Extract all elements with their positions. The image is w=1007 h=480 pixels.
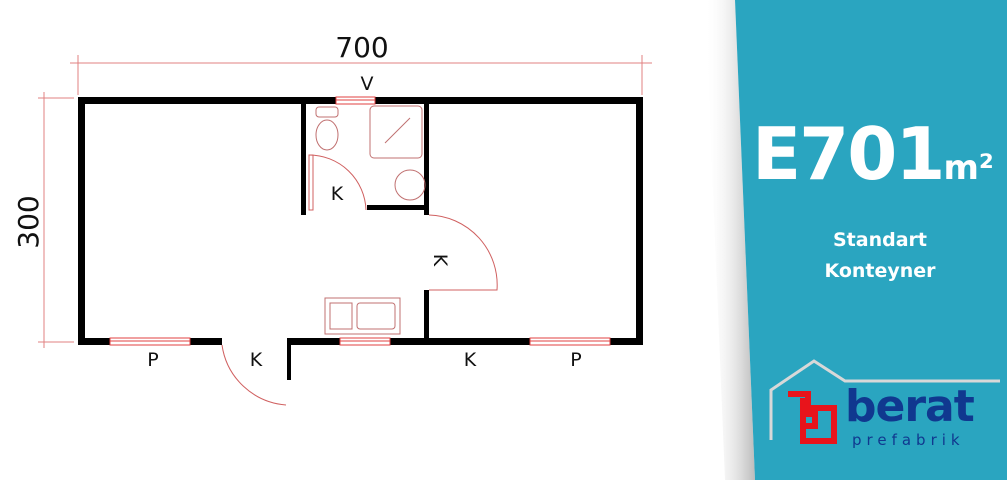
brand-name: berat bbox=[845, 381, 975, 432]
model-code: E701 bbox=[752, 112, 945, 196]
label-bath-door: K bbox=[331, 183, 344, 205]
brand-logo bbox=[769, 359, 1000, 444]
walls bbox=[78, 97, 643, 380]
label-window-left: P bbox=[147, 349, 158, 371]
floor-plan: 700 300 bbox=[12, 31, 652, 406]
dimension-lines bbox=[38, 55, 652, 348]
width-dimension: 700 bbox=[335, 31, 388, 64]
height-dimension: 300 bbox=[12, 195, 45, 248]
model-title: E701m² bbox=[752, 118, 994, 190]
bathroom-fixtures bbox=[315, 105, 426, 201]
label-entry-door: K bbox=[250, 349, 263, 371]
windows bbox=[109, 96, 611, 346]
area-unit: m² bbox=[943, 148, 994, 188]
label-door-right: K bbox=[464, 349, 477, 371]
label-window-top: V bbox=[361, 73, 374, 95]
brand-subname: prefabrik bbox=[852, 431, 965, 449]
subtitle-line1: Standart bbox=[833, 229, 927, 251]
door-swings bbox=[221, 154, 498, 406]
label-inner-door: K bbox=[429, 254, 451, 267]
subtitle-line2: Konteyner bbox=[824, 260, 936, 282]
label-window-right: P bbox=[570, 349, 581, 371]
kitchen-sink bbox=[324, 297, 401, 335]
